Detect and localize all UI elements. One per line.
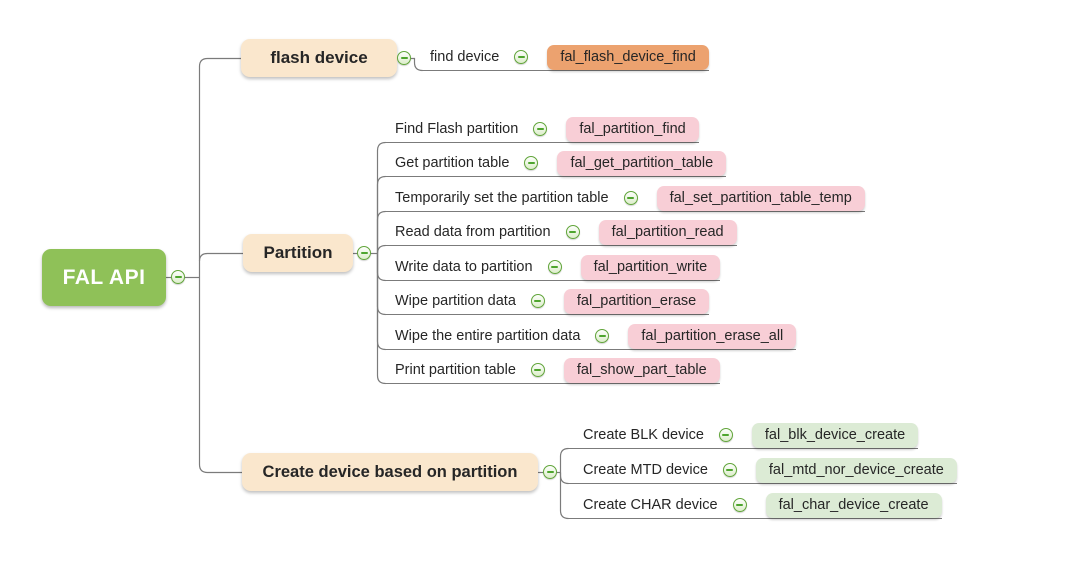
node-fal-api[interactable]: FAL API: [42, 249, 166, 306]
topic-wipe-entire-partition-data[interactable]: Wipe the entire partition data: [395, 328, 581, 344]
collapse-icon[interactable]: [171, 270, 185, 284]
mindmap-child-row: Read data from partition fal_partition_r…: [385, 219, 737, 246]
connector-line: [411, 57, 423, 72]
topic-find-device[interactable]: find device: [430, 49, 500, 65]
func-fal-set-partition-table-temp[interactable]: fal_set_partition_table_temp: [656, 186, 865, 211]
topic-temporarily-set-partition-table[interactable]: Temporarily set the partition table: [395, 190, 609, 206]
connector-line: [198, 277, 242, 474]
collapse-icon[interactable]: [732, 498, 747, 512]
func-fal-partition-erase-all[interactable]: fal_partition_erase_all: [628, 324, 797, 349]
topic-get-partition-table[interactable]: Get partition table: [395, 155, 510, 171]
func-fal-partition-read[interactable]: fal_partition_read: [598, 220, 737, 245]
mindmap-child-row: Find Flash partition fal_partition_find: [385, 116, 699, 143]
connector-line: [198, 252, 243, 262]
collapse-icon[interactable]: [547, 260, 562, 274]
func-fal-partition-write[interactable]: fal_partition_write: [580, 255, 721, 280]
connector-line: [376, 244, 386, 254]
topic-find-flash-partition[interactable]: Find Flash partition: [395, 121, 519, 137]
func-fal-mtd-nor-device-create[interactable]: fal_mtd_nor_device_create: [755, 458, 957, 483]
mindmap-child-row: Get partition table fal_get_partition_ta…: [385, 150, 727, 177]
topic-create-char-device[interactable]: Create CHAR device: [583, 497, 718, 513]
func-fal-flash-device-find[interactable]: fal_flash_device_find: [547, 45, 709, 70]
topic-wipe-partition-data[interactable]: Wipe partition data: [395, 293, 516, 309]
collapse-icon[interactable]: [514, 50, 529, 64]
collapse-icon[interactable]: [543, 465, 557, 479]
mindmap-child-row: Wipe partition data fal_partition_erase: [385, 288, 710, 315]
mindmap-child-row: Print partition table fal_show_part_tabl…: [385, 357, 720, 384]
topic-create-blk-device[interactable]: Create BLK device: [583, 427, 704, 443]
collapse-icon[interactable]: [565, 225, 580, 239]
collapse-icon[interactable]: [530, 363, 545, 377]
mindmap-child-row: Temporarily set the partition table fal_…: [385, 185, 865, 212]
mindmap-child-row: Create CHAR device fal_char_device_creat…: [568, 492, 942, 519]
collapse-icon[interactable]: [623, 191, 638, 205]
connector-line: [198, 57, 241, 278]
node-create-device-based-on-partition[interactable]: Create device based on partition: [242, 453, 538, 491]
topic-write-data-to-partition[interactable]: Write data to partition: [395, 259, 533, 275]
mindmap-child-row: Create BLK device fal_blk_device_create: [568, 422, 919, 449]
func-fal-partition-erase[interactable]: fal_partition_erase: [563, 289, 710, 314]
collapse-icon[interactable]: [397, 51, 411, 65]
topic-read-data-from-partition[interactable]: Read data from partition: [395, 224, 551, 240]
collapse-icon[interactable]: [533, 122, 548, 136]
mindmap-child-row: Wipe the entire partition data fal_parti…: [385, 323, 797, 350]
mindmap-child-row: find device fal_flash_device_find: [422, 44, 709, 71]
collapse-icon[interactable]: [595, 329, 610, 343]
collapse-icon[interactable]: [357, 246, 371, 260]
func-fal-get-partition-table[interactable]: fal_get_partition_table: [557, 151, 727, 176]
mindmap-child-row: Write data to partition fal_partition_wr…: [385, 254, 721, 281]
topic-create-mtd-device[interactable]: Create MTD device: [583, 462, 708, 478]
node-partition[interactable]: Partition: [243, 234, 353, 272]
collapse-icon[interactable]: [722, 463, 737, 477]
func-fal-show-part-table[interactable]: fal_show_part_table: [563, 358, 720, 383]
topic-print-partition-table[interactable]: Print partition table: [395, 362, 516, 378]
collapse-icon[interactable]: [718, 428, 733, 442]
func-fal-char-device-create[interactable]: fal_char_device_create: [765, 493, 942, 518]
collapse-icon[interactable]: [530, 294, 545, 308]
node-flash-device[interactable]: flash device: [241, 39, 397, 77]
func-fal-partition-find[interactable]: fal_partition_find: [566, 117, 699, 142]
func-fal-blk-device-create[interactable]: fal_blk_device_create: [751, 423, 919, 448]
collapse-icon[interactable]: [524, 156, 539, 170]
mindmap-child-row: Create MTD device fal_mtd_nor_device_cre…: [568, 457, 957, 484]
